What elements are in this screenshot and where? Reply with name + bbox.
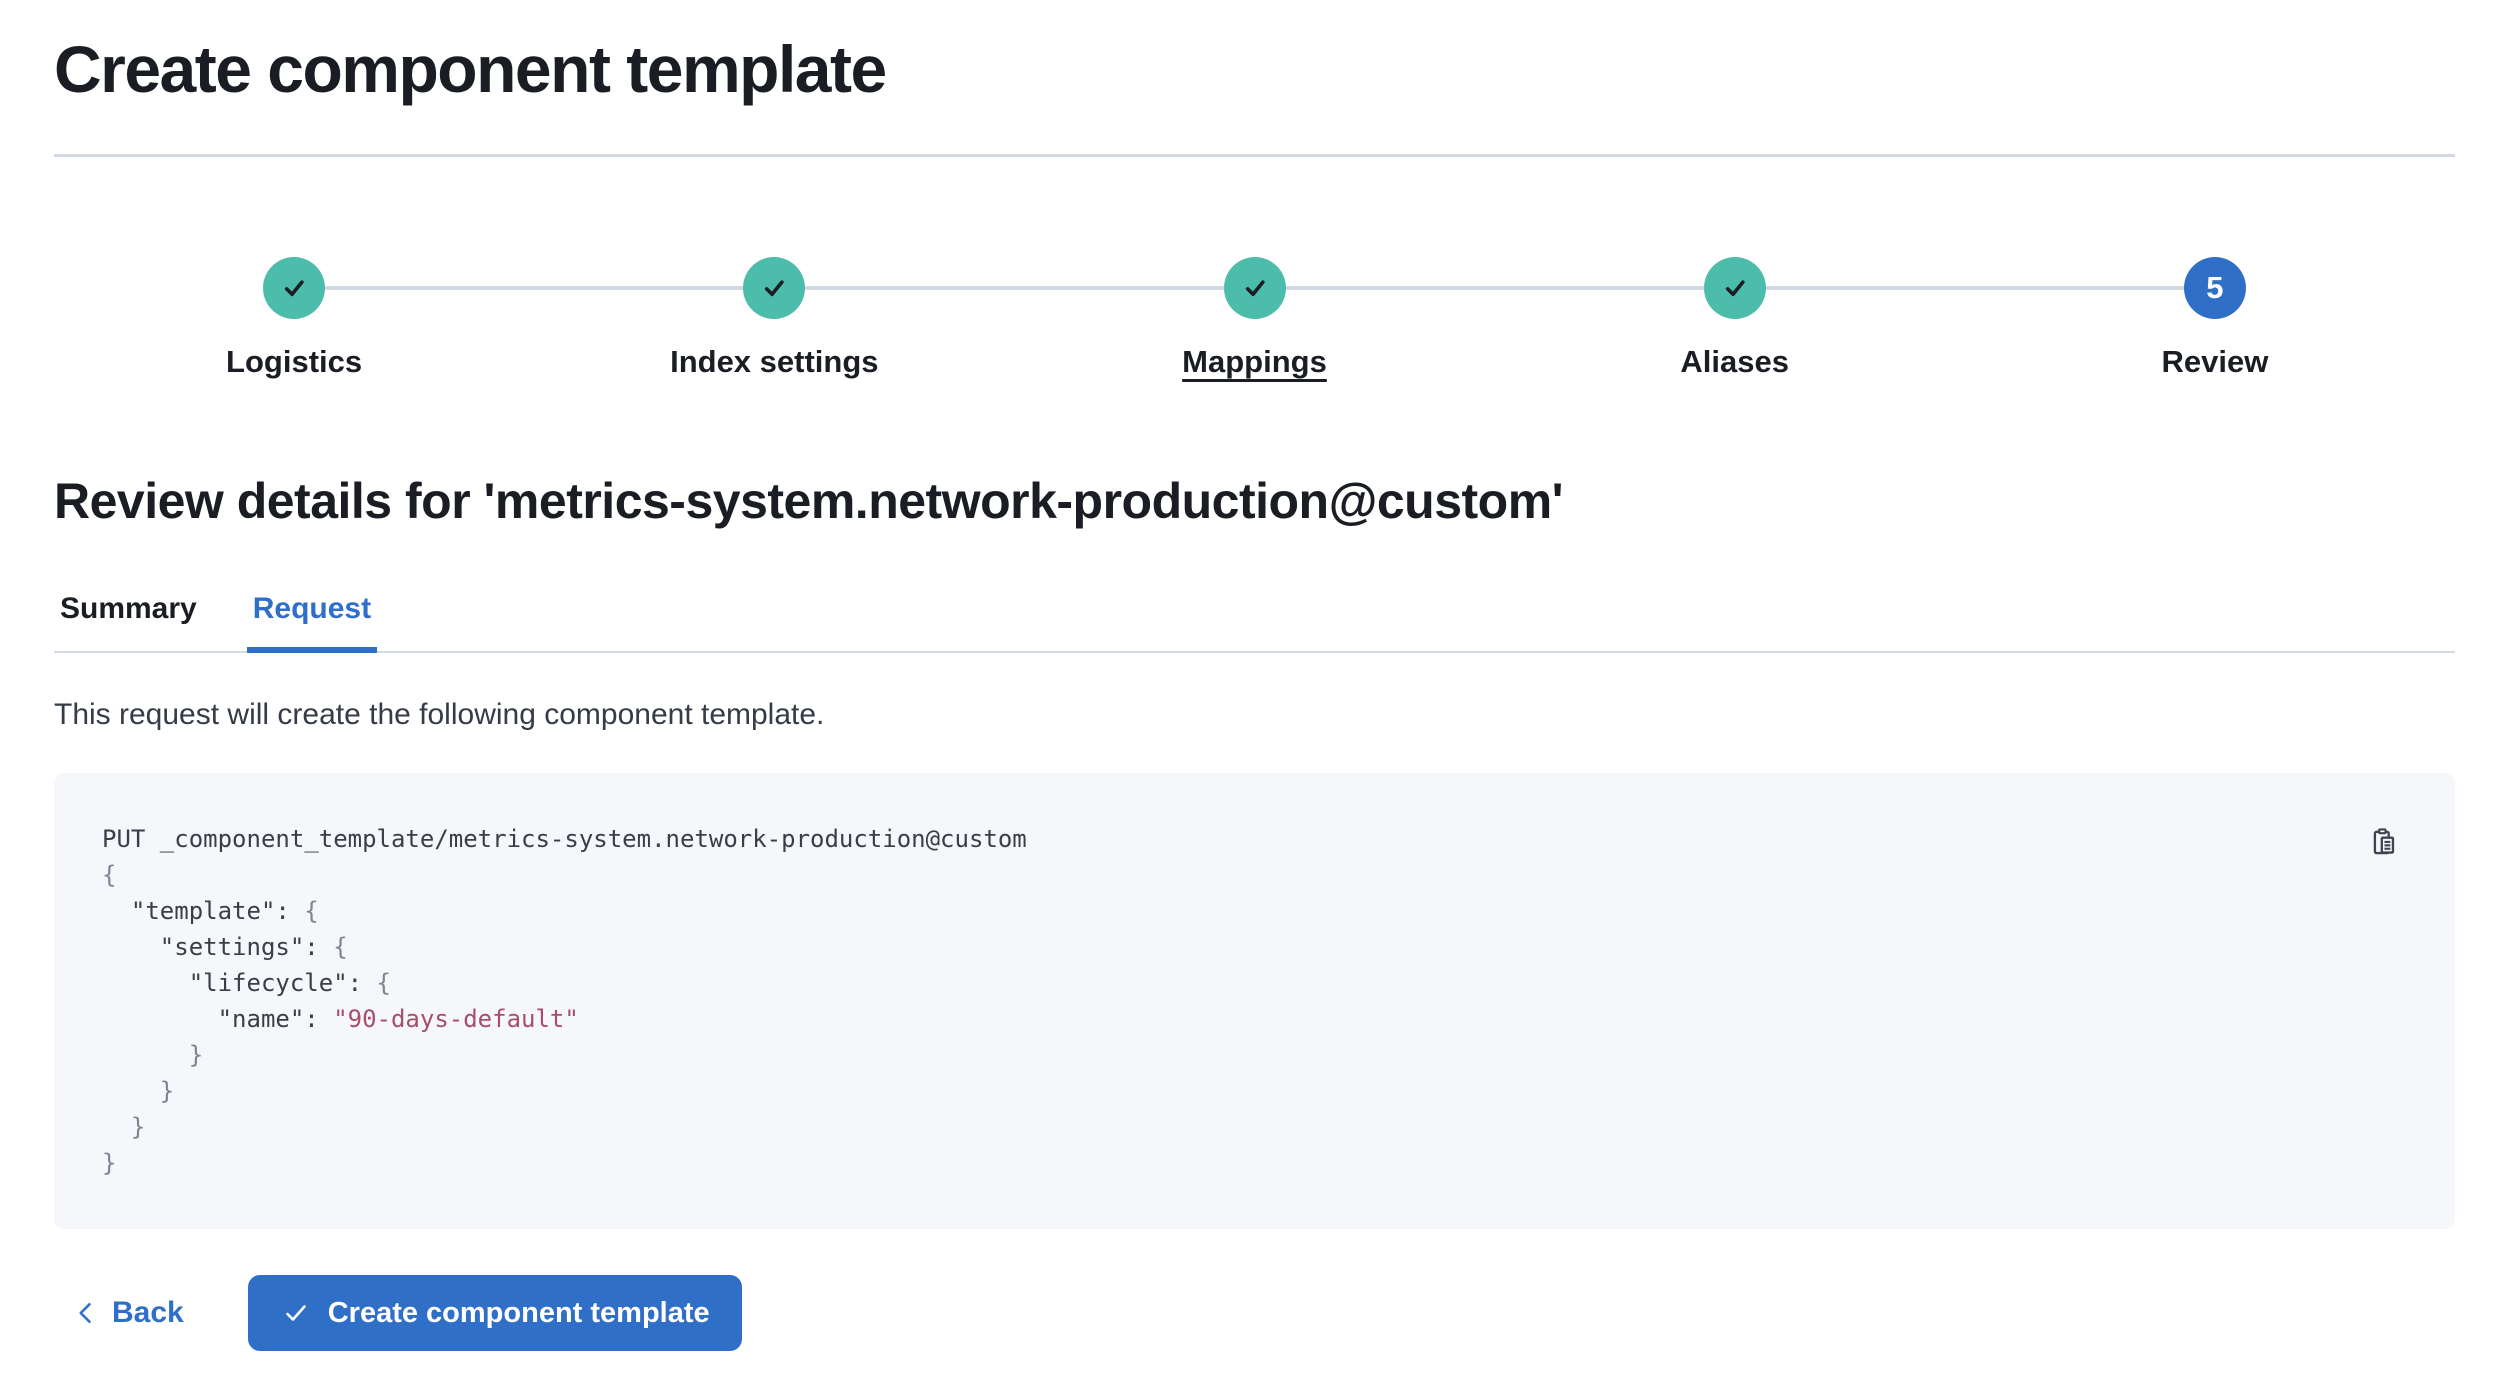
check-icon: [1245, 280, 1265, 297]
create-component-template-page: Create component template Logistics Index…: [0, 32, 2506, 1351]
request-description: This request will create the following c…: [54, 698, 825, 731]
tab-summary[interactable]: Summary: [54, 591, 203, 651]
check-icon: [1725, 280, 1745, 297]
code-line: "lifecycle": {: [102, 969, 391, 997]
create-component-template-button[interactable]: Create component template: [247, 1275, 742, 1351]
step-label-review: Review: [2161, 344, 2269, 379]
step-logistics[interactable]: Logistics: [54, 257, 534, 383]
step-circle-index-settings[interactable]: [743, 257, 806, 319]
check-icon: [284, 280, 304, 297]
step-mappings[interactable]: Mappings: [1014, 257, 1494, 383]
request-code-block: PUT _component_template/metrics-system.n…: [54, 773, 2455, 1229]
code-line: }: [102, 1041, 204, 1069]
back-label: Back: [112, 1296, 184, 1329]
back-button[interactable]: Back: [72, 1296, 184, 1330]
chevron-left-icon: [79, 1302, 91, 1324]
code-line: "name": "90-days-default": [102, 1005, 579, 1033]
step-index-settings[interactable]: Index settings: [534, 257, 1014, 383]
tab-bar: Summary Request: [54, 591, 2455, 653]
step-label-aliases: Aliases: [1680, 344, 1789, 379]
step-label-logistics: Logistics: [226, 344, 363, 379]
code-line: PUT _component_template/metrics-system.n…: [102, 825, 1027, 853]
check-icon: [285, 1305, 306, 1321]
code-line: }: [102, 1149, 117, 1177]
step-circle-mappings[interactable]: [1223, 257, 1286, 319]
step-number: 5: [2206, 270, 2224, 305]
step-circle-aliases[interactable]: [1703, 257, 1766, 319]
code-line: {: [102, 861, 117, 889]
request-code: PUT _component_template/metrics-system.n…: [102, 821, 2407, 1181]
code-line: "settings": {: [102, 933, 348, 961]
step-circle-logistics[interactable]: [263, 257, 326, 319]
step-circle-review: 5: [2183, 257, 2246, 319]
footer-actions: Back Create component template: [54, 1275, 2455, 1351]
code-line: "template": {: [102, 897, 319, 925]
title-divider: [54, 154, 2455, 157]
review-heading: Review details for 'metrics-system.netwo…: [54, 473, 1564, 529]
tab-request[interactable]: Request: [246, 591, 378, 653]
step-aliases[interactable]: Aliases: [1495, 257, 1975, 383]
submit-label: Create component template: [327, 1296, 710, 1329]
step-label-index-settings: Index settings: [670, 344, 879, 379]
check-icon: [765, 280, 784, 297]
step-label-mappings: Mappings: [1182, 344, 1327, 379]
copy-button[interactable]: [2365, 823, 2405, 863]
copy-clipboard-icon: [2373, 828, 2395, 855]
code-line: }: [102, 1113, 146, 1141]
page-title: Create component template: [54, 32, 887, 106]
code-line: }: [102, 1077, 175, 1105]
